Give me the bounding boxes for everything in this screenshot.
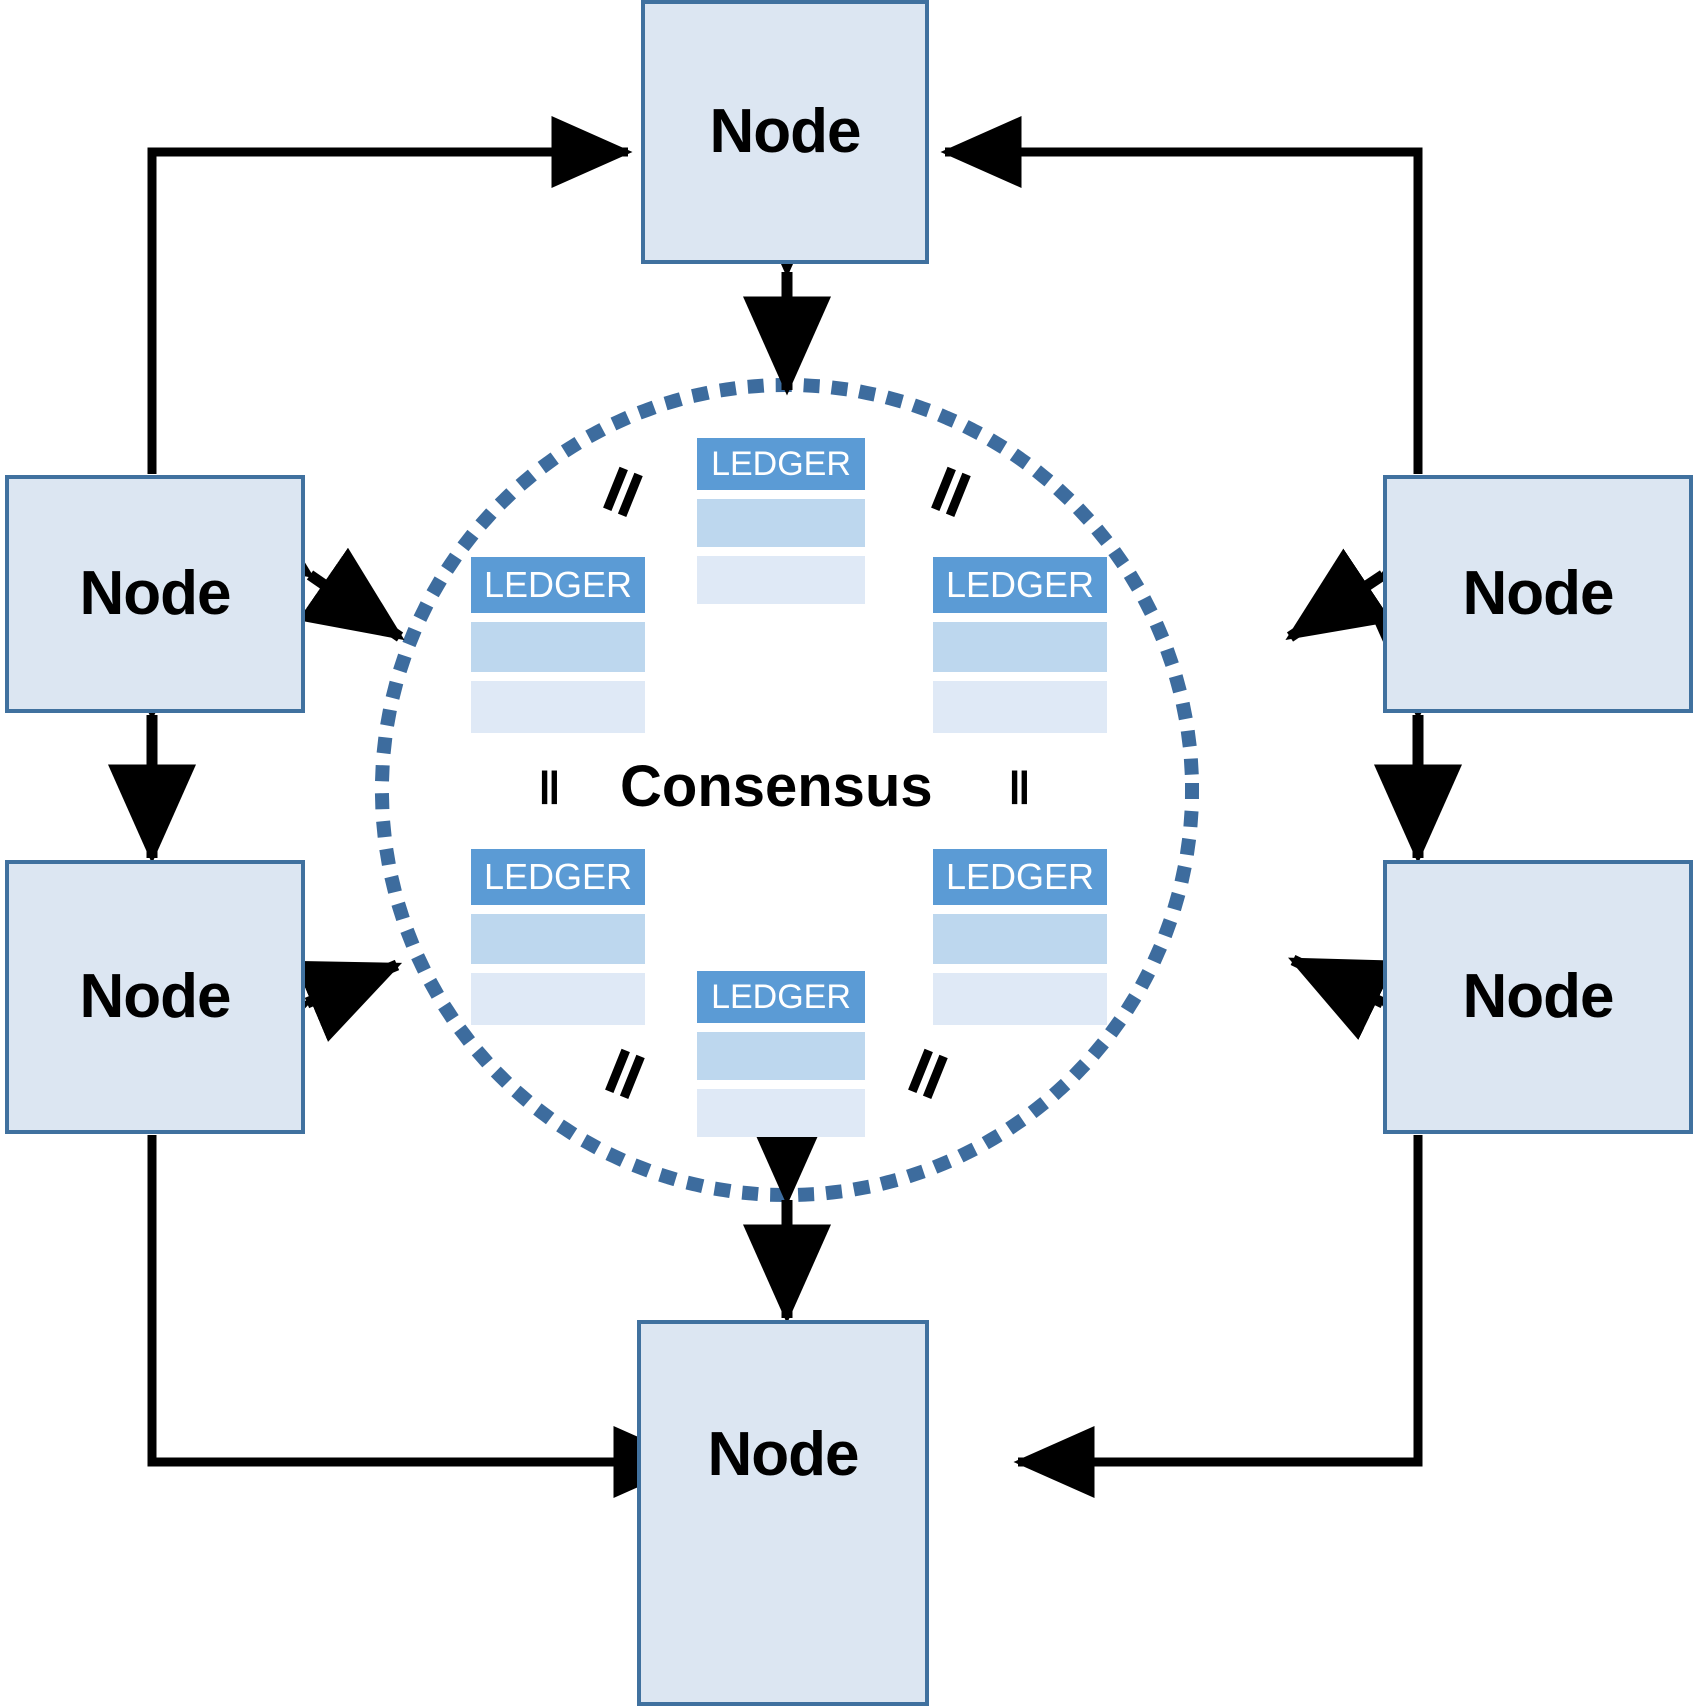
- node-right-lower[interactable]: Node: [1383, 860, 1693, 1134]
- ledger-bottom-header: LEDGER: [697, 971, 865, 1023]
- ledger-bottom[interactable]: LEDGER: [697, 971, 865, 1137]
- ledger-lower-right-header: LEDGER: [933, 849, 1107, 905]
- node-left-lower[interactable]: Node: [5, 860, 305, 1134]
- equals-mark-bottom-right-icon: [898, 1045, 958, 1105]
- arrow-rightlower-to-bottom: [1013, 1135, 1423, 1498]
- node-bottom[interactable]: Node: [637, 1320, 929, 1706]
- ledger-lower-right-row-2: [933, 973, 1107, 1025]
- ledger-top-header: LEDGER: [697, 438, 865, 490]
- consensus-label: Consensus: [620, 754, 933, 819]
- ledger-upper-right-row-2: [933, 681, 1107, 733]
- arrow-leftupper-to-top: [147, 116, 633, 474]
- ledger-bottom-row-2: [697, 1089, 865, 1137]
- node-right-upper[interactable]: Node: [1383, 475, 1693, 713]
- equals-mark-bottom-left-icon: [595, 1045, 655, 1105]
- arrow-leftlower-to-bottom: [147, 1135, 695, 1498]
- ledger-lower-right[interactable]: LEDGER: [933, 849, 1107, 1025]
- ledger-top-row-1: [697, 499, 865, 547]
- arrow-rightupper-to-consensus: [1285, 486, 1486, 642]
- ledger-lower-left[interactable]: LEDGER: [471, 849, 645, 1025]
- ledger-lower-left-row-1: [471, 914, 645, 964]
- ledger-upper-right[interactable]: LEDGER: [933, 557, 1107, 733]
- node-bottom-label: Node: [707, 1420, 860, 1489]
- node-left-upper[interactable]: Node: [5, 475, 305, 713]
- node-left-upper-label: Node: [79, 559, 232, 628]
- node-left-lower-label: Node: [79, 962, 232, 1031]
- ledger-bottom-row-1: [697, 1032, 865, 1080]
- ledger-top-row-2: [697, 556, 865, 604]
- ledger-upper-right-header: LEDGER: [933, 557, 1107, 613]
- arrow-leftlower-to-consensus: [203, 959, 403, 1080]
- ledger-upper-left-row-1: [471, 622, 645, 672]
- arrow-leftupper-to-consensus: [208, 485, 405, 642]
- ledger-upper-right-row-1: [933, 622, 1107, 672]
- node-top-label: Node: [709, 97, 862, 166]
- ledger-lower-right-row-1: [933, 914, 1107, 964]
- ledger-lower-left-row-2: [471, 973, 645, 1025]
- equals-mark-mid-left-icon: ‖: [538, 762, 561, 814]
- node-right-lower-label: Node: [1462, 962, 1615, 1031]
- equals-mark-top-left-icon: [593, 463, 653, 523]
- node-top[interactable]: Node: [641, 0, 929, 264]
- equals-mark-top-right-icon: [921, 463, 981, 523]
- ledger-top[interactable]: LEDGER: [697, 438, 865, 604]
- arrow-rightlower-to-consensus: [1288, 955, 1487, 1084]
- ledger-upper-left-header: LEDGER: [471, 557, 645, 613]
- ledger-upper-left-row-2: [471, 681, 645, 733]
- node-right-upper-label: Node: [1462, 559, 1615, 628]
- ledger-upper-left[interactable]: LEDGER: [471, 557, 645, 733]
- equals-mark-mid-right-icon: ‖: [1008, 762, 1031, 814]
- arrow-rightupper-to-top: [940, 116, 1423, 474]
- ledger-lower-left-header: LEDGER: [471, 849, 645, 905]
